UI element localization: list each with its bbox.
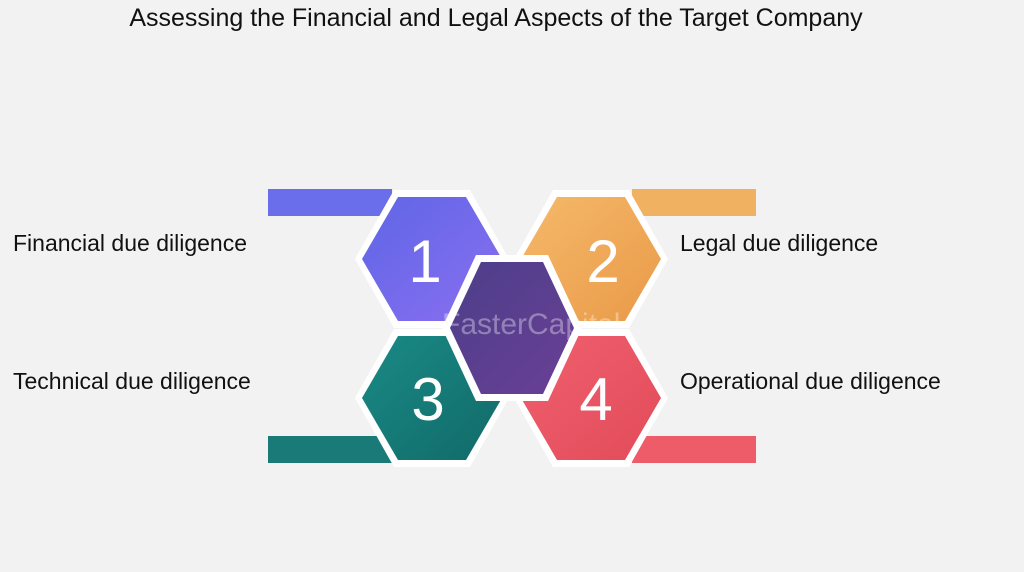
label-legal-due-diligence: Legal due diligence — [680, 230, 879, 256]
center-hexagon — [442, 255, 582, 401]
bar-1 — [268, 189, 392, 216]
bar-3 — [268, 436, 392, 463]
watermark: FasterCapital — [442, 308, 621, 341]
bar-4 — [632, 436, 756, 463]
hexagon-1-number: 1 — [408, 228, 441, 295]
bar-2 — [632, 189, 756, 216]
hexagon-2-number: 2 — [586, 228, 619, 295]
label-technical-due-diligence: Technical due diligence — [13, 368, 251, 394]
hexagon-4-number: 4 — [579, 366, 612, 433]
label-financial-due-diligence: Financial due diligence — [13, 230, 247, 256]
diagram-title: Assessing the Financial and Legal Aspect… — [129, 4, 863, 32]
label-operational-due-diligence: Operational due diligence — [680, 368, 941, 394]
hexagon-3-number: 3 — [411, 366, 444, 433]
